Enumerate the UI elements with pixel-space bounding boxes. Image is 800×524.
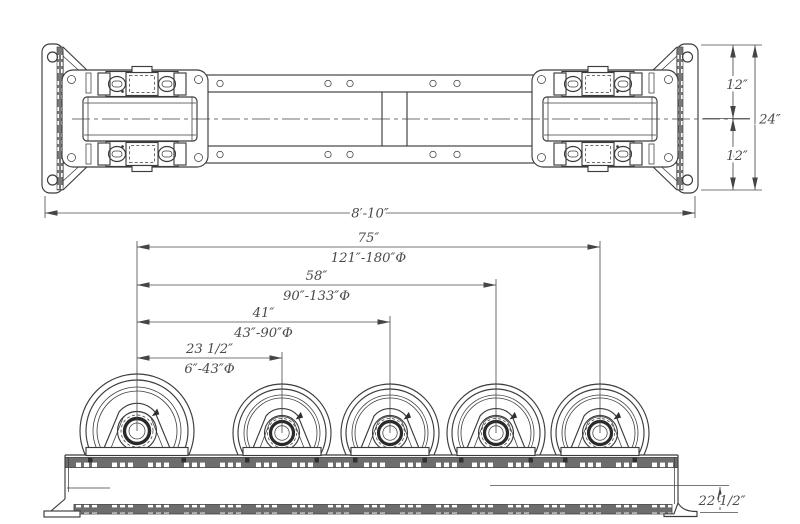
roller-wheel-5	[550, 241, 650, 463]
rotation-arrow	[295, 411, 304, 420]
dimension-base-height: 22 1/2″	[695, 487, 748, 513]
wheel-base-pad	[456, 446, 536, 457]
overall-height-label: 24″	[758, 113, 781, 128]
base-left-foot	[43, 510, 81, 518]
base-height-label: 22 1/2″	[697, 494, 745, 509]
rotation-arrow	[151, 408, 160, 417]
roller-wheel-2	[232, 352, 332, 463]
spacing-distance-label-3: 58″	[306, 269, 328, 284]
wheel-base-pad	[350, 446, 430, 457]
rotation-arrow	[509, 411, 518, 420]
pipe-capacity-label-3: 90″-133″Φ	[283, 289, 350, 304]
pipe-capacity-label-1: 6″-43″Φ	[184, 362, 234, 377]
dimension-frame-height: 12″ 24″ 12″	[701, 44, 783, 191]
spacing-distance-label-1: 23 1/2″	[185, 342, 233, 357]
front-view-elevation: 23 1/2″ 6″-43″Φ 41″ 43″-90″Φ 58″ 90″-133″Φ 75″…	[43, 229, 748, 518]
wheel-base-pad	[560, 446, 640, 457]
wheel-base-pad	[242, 446, 322, 457]
roller-spacing-dimensions: 23 1/2″ 6″-43″Φ 41″ 43″-90″Φ 58″ 90″-133″Φ 75″…	[137, 229, 600, 379]
base-right-foot	[663, 501, 698, 518]
roller-wheel-3	[340, 316, 440, 463]
right-wheel-head	[532, 44, 698, 218]
dimension-overall-width: 8′-10″	[45, 204, 695, 224]
roller-wheel-1	[79, 241, 195, 463]
overall-width-label: 8′-10″	[351, 207, 389, 222]
left-wheel-head	[42, 44, 208, 218]
rotation-arrow	[613, 411, 622, 420]
wheel-base-pad	[85, 446, 189, 457]
base-top-flange	[64, 457, 679, 468]
pipe-capacity-label-2: 43″-90″Φ	[233, 326, 293, 341]
spacing-distance-label-4: 75″	[358, 231, 380, 246]
top-view-plan: 8′-10″ 12″ 24″ 12″	[42, 44, 783, 224]
rotation-arrow	[403, 411, 412, 420]
lower-half-height-label: 12″	[726, 149, 748, 164]
pipe-capacity-label-4: 121″-180″Φ	[331, 251, 407, 266]
idler-wheels	[79, 241, 650, 463]
roller-wheel-4	[446, 279, 546, 463]
spacing-distance-label-2: 41″	[252, 306, 275, 321]
upper-half-height-label: 12″	[726, 78, 748, 93]
base-bottom-flange	[73, 504, 673, 515]
